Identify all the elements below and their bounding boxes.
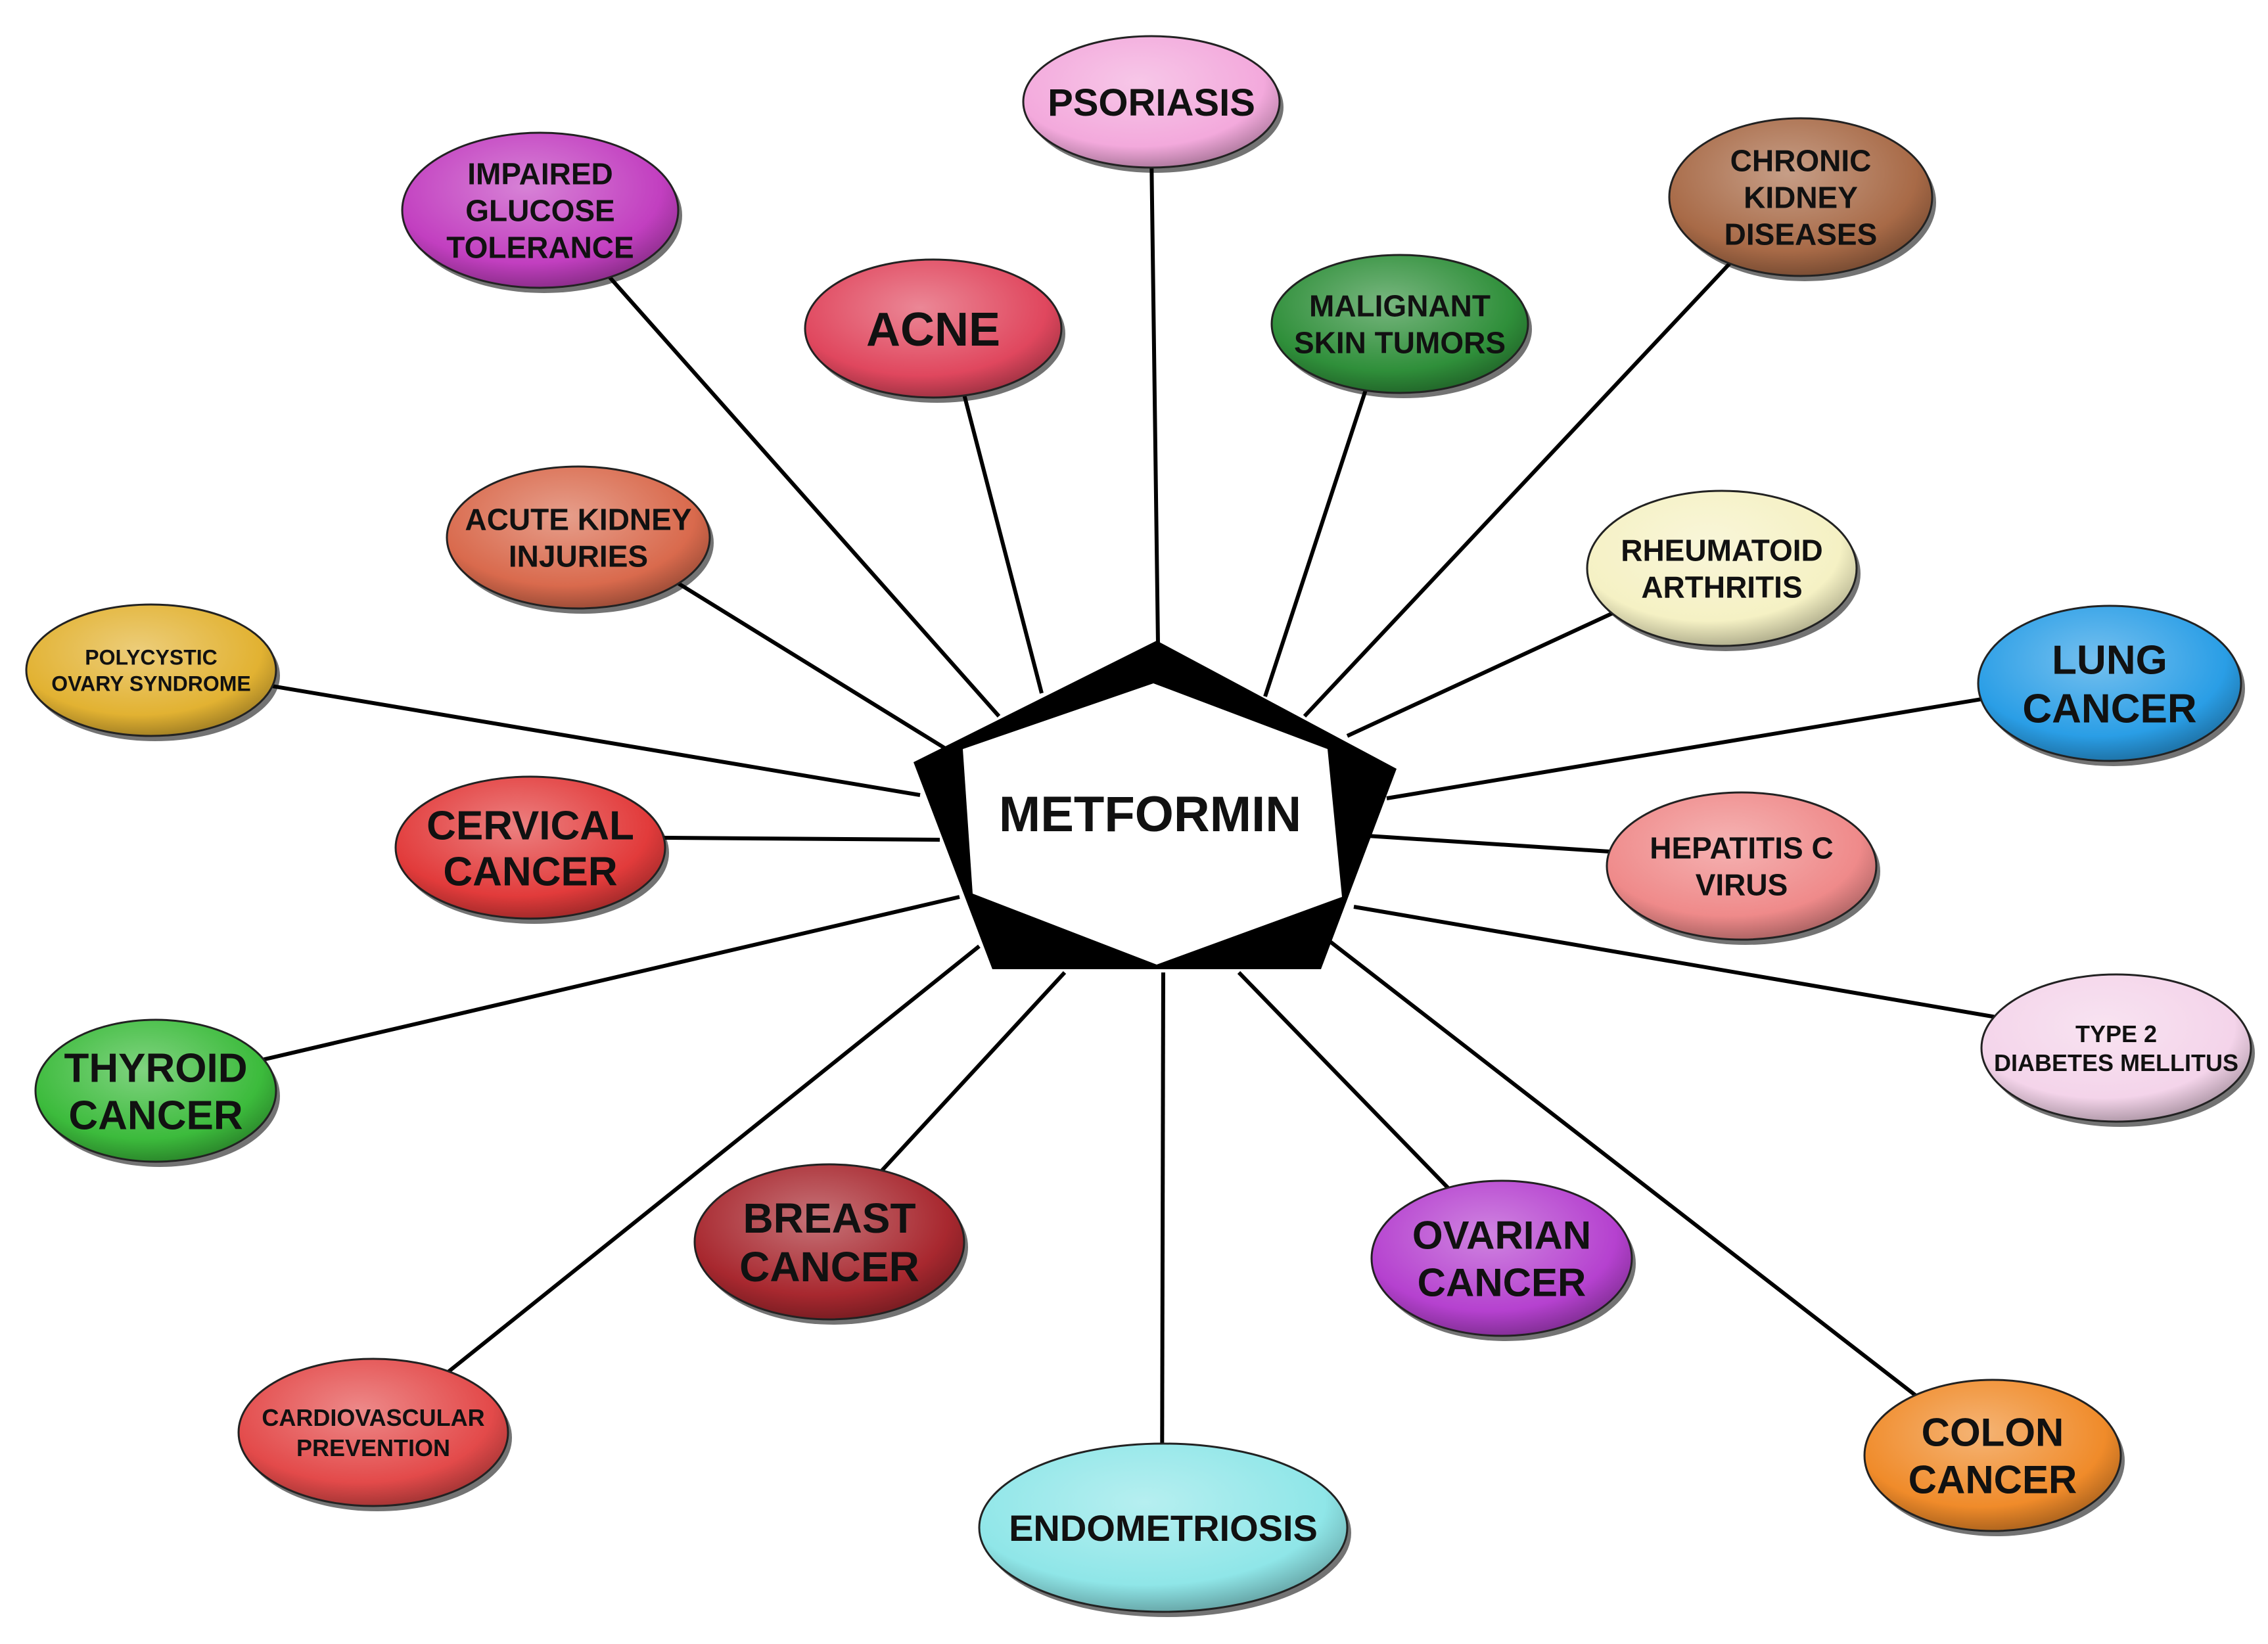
node-label-line: CANCER <box>443 849 617 894</box>
node-cardiovascular-prevention: CARDIOVASCULAR PREVENTION <box>237 1358 512 1511</box>
node-label-line: ENDOMETRIOSIS <box>1009 1507 1318 1549</box>
center-hexagon-inner <box>963 683 1342 965</box>
node-label-line: IMPAIRED <box>467 157 613 191</box>
node-label-line: KIDNEY <box>1744 181 1858 215</box>
node-ellipse <box>1606 791 1878 941</box>
node-acne: ACNE <box>804 258 1065 403</box>
node-label-line: GLUCOSE <box>465 194 614 228</box>
connector-rheumatoid-arthritis <box>1346 611 1613 738</box>
node-label-line: LUNG <box>2052 637 2167 683</box>
node-label-line: CANCER <box>1418 1261 1586 1305</box>
node-label-line: ACNE <box>866 304 1000 356</box>
node-psoriasis: PSORIASIS <box>1022 35 1284 173</box>
node-ellipse <box>1270 254 1529 394</box>
node-ellipse <box>1022 35 1281 169</box>
node-label-line: ACUTE KIDNEY <box>465 503 691 537</box>
node-label-line: OVARIAN <box>1412 1214 1591 1258</box>
node-ellipse <box>1668 117 1933 277</box>
node-label-line: CANCER <box>68 1093 243 1138</box>
node-ellipse <box>401 131 680 289</box>
node-ellipse <box>1586 490 1858 647</box>
connector-acne <box>962 395 1044 694</box>
center-hub: METFORMIN <box>914 641 1397 969</box>
connector-colon-cancer <box>1326 938 1917 1397</box>
node-ellipse <box>394 775 666 920</box>
node-label-line: POLYCYSTIC <box>85 646 218 670</box>
node-label-line: PSORIASIS <box>1048 81 1255 124</box>
node-ellipse <box>1370 1179 1633 1337</box>
connector-type-2-diabetes-mellitus <box>1353 905 1995 1019</box>
connector-cardiovascular-prevention <box>447 944 981 1373</box>
connector-breast-cancer <box>880 970 1067 1172</box>
node-label-line: RHEUMATOID <box>1621 534 1823 568</box>
connector-cervical-cancer <box>663 836 940 842</box>
connector-endometriosis <box>1160 972 1165 1444</box>
connector-lung-cancer <box>1386 697 1981 800</box>
connector-psoriasis <box>1149 167 1160 645</box>
node-label-line: CERVICAL <box>427 803 634 848</box>
node-label-line: CANCER <box>739 1243 919 1290</box>
node-label-line: SKIN TUMORS <box>1294 326 1506 360</box>
node-label-line: THYROID <box>64 1045 248 1091</box>
connector-thyroid-cancer <box>263 895 960 1062</box>
node-label-line: TYPE 2 <box>2075 1020 2157 1047</box>
node-ellipse <box>34 1018 277 1163</box>
node-label-line: DIABETES MELLITUS <box>1994 1049 2238 1076</box>
connector-malignant-skin-tumors <box>1263 390 1368 697</box>
node-label-line: VIRUS <box>1696 868 1788 902</box>
node-label-line: CHRONIC <box>1730 144 1872 178</box>
connector-polycystic-ovary-syndrome <box>271 684 921 797</box>
node-label-line: MALIGNANT <box>1309 289 1491 323</box>
node-ellipse <box>978 1442 1349 1613</box>
center-label: METFORMIN <box>999 787 1301 842</box>
node-label-line: INJURIES <box>509 539 648 574</box>
node-ellipse <box>446 465 711 610</box>
node-endometriosis: ENDOMETRIOSIS <box>978 1442 1351 1617</box>
node-ellipse <box>25 603 277 737</box>
node-label-line: ARTHRITIS <box>1641 570 1802 605</box>
node-label-line: CANCER <box>1909 1458 2077 1502</box>
node-label-line: DISEASES <box>1724 217 1878 252</box>
connector-chronic-kidney-diseases <box>1303 262 1732 718</box>
connector-ovarian-cancer <box>1237 970 1450 1189</box>
connector-hepatitis-c-virus <box>1366 834 1610 854</box>
node-ellipse <box>1863 1379 2122 1532</box>
node-label-line: OVARY SYNDROME <box>51 672 250 696</box>
node-label-line: CARDIOVASCULAR <box>262 1404 484 1431</box>
node-ellipse <box>804 258 1063 399</box>
connector-acute-kidney-injuries <box>677 582 948 751</box>
node-label-line: CANCER <box>2022 686 2196 731</box>
node-label-line: HEPATITIS C <box>1650 831 1833 865</box>
node-label-line: BREAST <box>743 1195 915 1242</box>
connector-lines <box>263 167 1995 1444</box>
node-label-line: TOLERANCE <box>446 231 634 265</box>
node-label-line: PREVENTION <box>296 1434 450 1461</box>
node-ellipse <box>237 1358 509 1507</box>
node-ellipse <box>693 1163 965 1321</box>
node-label-line: COLON <box>1922 1411 2064 1455</box>
node-ellipse <box>1977 605 2242 762</box>
node-ellipse <box>1980 973 2252 1123</box>
connector-impaired-glucose-tolerance <box>608 276 1001 718</box>
